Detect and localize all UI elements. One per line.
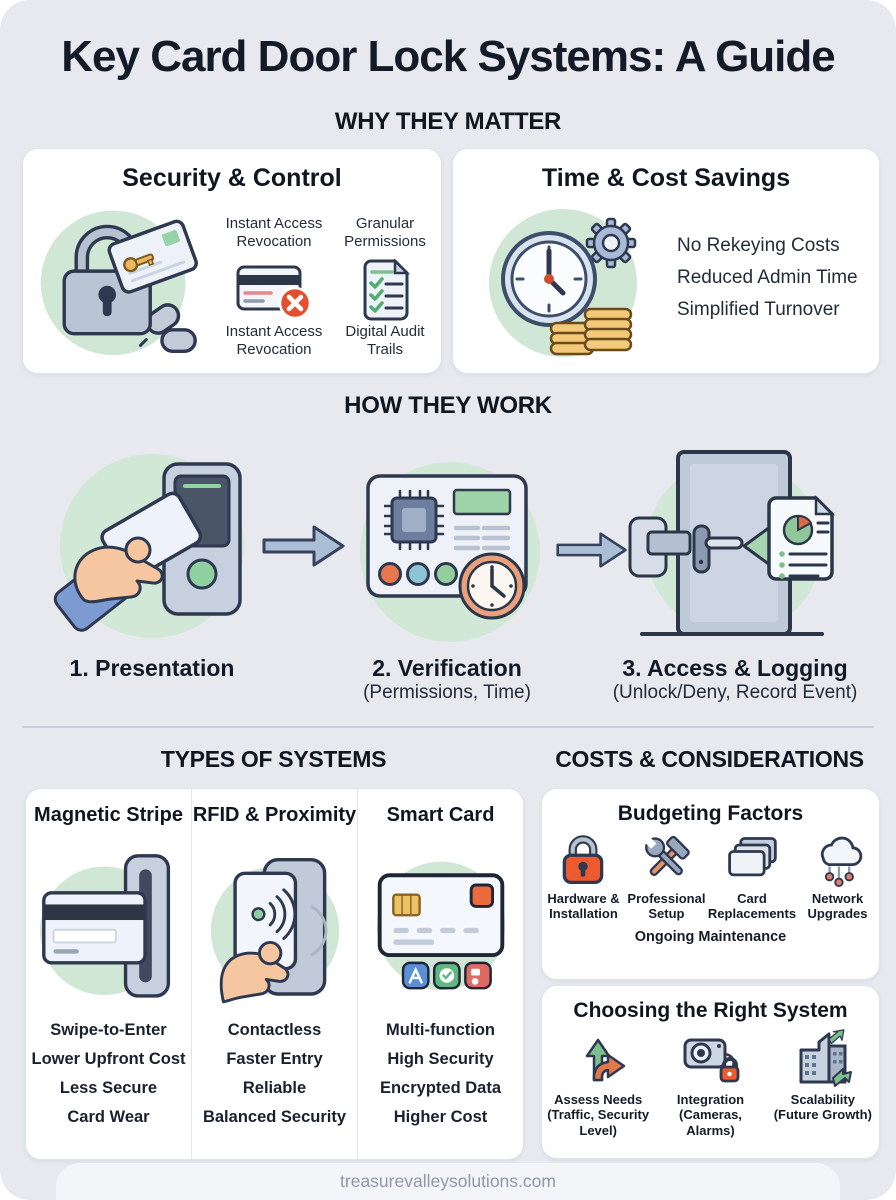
security-point: Instant Access Revocation: [225, 323, 323, 359]
footer-strip: treasurevalleysolutions.com: [56, 1163, 840, 1200]
factor-label: Scalability (Future Growth): [773, 1092, 872, 1123]
feature-item: Less Secure: [59, 1079, 158, 1097]
step-sub: (Permissions, Time): [363, 682, 531, 703]
camera-lock-icon: [683, 1038, 740, 1083]
audit-checklist-icon: [363, 259, 411, 321]
step-label: 1. Presentation: [69, 655, 235, 681]
choosing-factor: Scalability (Future Growth): [767, 1028, 879, 1138]
step-sub: (Unlock/Deny, Record Event): [612, 682, 858, 703]
card-title: Time & Cost Savings: [541, 164, 791, 192]
types-column-magnetic-stripe: Magnetic Stripe Swipe-to-Enter Lower Upf…: [26, 789, 192, 1159]
section-divider: [22, 726, 874, 728]
cloud-network-icon: [820, 836, 862, 887]
factor-label: Assess Needs (Traffic, Security Level): [547, 1092, 650, 1138]
card-presentation-icon: [53, 454, 244, 638]
section-heading-why: WHY THEY MATTER: [334, 108, 562, 135]
verification-panel-icon: [360, 462, 540, 642]
choosing-system-card: Choosing the Right System Assess Needs (…: [541, 985, 880, 1159]
tools-icon: [644, 835, 691, 876]
feature-item: High Security: [387, 1050, 494, 1068]
section-heading-costs: COSTS & CONSIDERATIONS: [555, 746, 864, 772]
security-point: Instant Access Revocation: [225, 215, 323, 251]
right-arrow-icon: [556, 532, 627, 568]
types-column-rfid: RFID & Proximity Contactless Faster Entr…: [192, 789, 358, 1159]
clock-gear-coins-icon: [489, 209, 637, 357]
factor-label: Hardware & Installation: [547, 891, 620, 922]
choosing-factors-row: Assess Needs (Traffic, Security Level) I…: [542, 1028, 879, 1138]
feature-item: Swipe-to-Enter: [50, 1021, 167, 1039]
budgeting-factors-card: Budgeting Factors Hardware & Installatio…: [541, 788, 880, 980]
branching-arrows-icon: [585, 1038, 626, 1082]
feature-item: Encrypted Data: [379, 1079, 502, 1097]
feature-item: Higher Cost: [393, 1108, 488, 1126]
section-heading-types: TYPES OF SYSTEMS: [160, 746, 387, 772]
security-point: Digital Audit Trails: [345, 323, 425, 359]
choosing-factor: Assess Needs (Traffic, Security Level): [542, 1028, 654, 1138]
factor-label: Card Replacements: [707, 891, 797, 922]
step-label: 3. Access & Logging: [622, 655, 848, 681]
section-heading-how: HOW THEY WORK: [344, 392, 552, 419]
orange-padlock-icon: [563, 835, 604, 884]
types-of-systems-card: Magnetic Stripe Swipe-to-Enter Lower Upf…: [25, 788, 524, 1160]
time-cost-item: Reduced Admin Time: [677, 267, 858, 288]
factor-label: Professional Setup: [627, 891, 706, 922]
column-title: Smart Card: [386, 804, 495, 826]
feature-item: Multi-function: [385, 1021, 496, 1039]
factor-label: Network Upgrades: [807, 891, 868, 922]
budget-factor: Network Upgrades: [796, 831, 879, 922]
security-control-card: Security & Control: [22, 148, 442, 374]
time-cost-item: No Rekeying Costs: [677, 235, 840, 256]
budget-factor: Card Replacements: [708, 831, 796, 922]
card-title: Choosing the Right System: [573, 999, 848, 1022]
column-title: Magnetic Stripe: [34, 804, 183, 826]
magstripe-swipe-icon: [39, 854, 170, 998]
choosing-factor: Integration (Cameras, Alarms): [654, 1028, 766, 1138]
footer-url: treasurevalleysolutions.com: [340, 1171, 556, 1191]
security-point: Granular Permissions: [344, 215, 426, 251]
feature-item: Card Wear: [67, 1108, 150, 1126]
padlock-keycard-chain-icon: [40, 210, 198, 356]
feature-item: Lower Upfront Cost: [31, 1050, 186, 1068]
budgeting-factors-row: Hardware & Installation Professional Set…: [542, 831, 879, 922]
feature-item: Contactless: [227, 1021, 322, 1039]
page-title: Key Card Door Lock Systems: A Guide: [61, 32, 836, 81]
time-cost-card: Time & Cost Savings: [452, 148, 880, 374]
door-access-logging-icon: [628, 450, 836, 636]
card-revoked-icon: [236, 265, 312, 320]
rfid-tap-icon: [210, 857, 339, 1004]
budget-factor: Hardware & Installation: [542, 831, 625, 922]
feature-item: Faster Entry: [226, 1050, 323, 1068]
card-stack-icon: [728, 837, 777, 877]
building-growth-icon: [799, 1029, 852, 1087]
card-title: Security & Control: [122, 164, 342, 192]
smart-card-icon: [376, 861, 505, 991]
column-title: RFID & Proximity: [192, 804, 357, 826]
types-column-smart-card: Smart Card: [358, 789, 523, 1159]
budget-factor: Professional Setup: [625, 831, 708, 922]
feature-item: Balanced Security: [202, 1108, 347, 1126]
time-cost-item: Simplified Turnover: [677, 299, 840, 320]
step-label: 2. Verification: [372, 655, 522, 681]
factor-label: Integration (Cameras, Alarms): [676, 1092, 745, 1138]
budgeting-note: Ongoing Maintenance: [634, 928, 787, 945]
card-title: Budgeting Factors: [617, 802, 804, 825]
right-arrow-icon: [262, 525, 345, 567]
feature-item: Reliable: [242, 1079, 307, 1097]
